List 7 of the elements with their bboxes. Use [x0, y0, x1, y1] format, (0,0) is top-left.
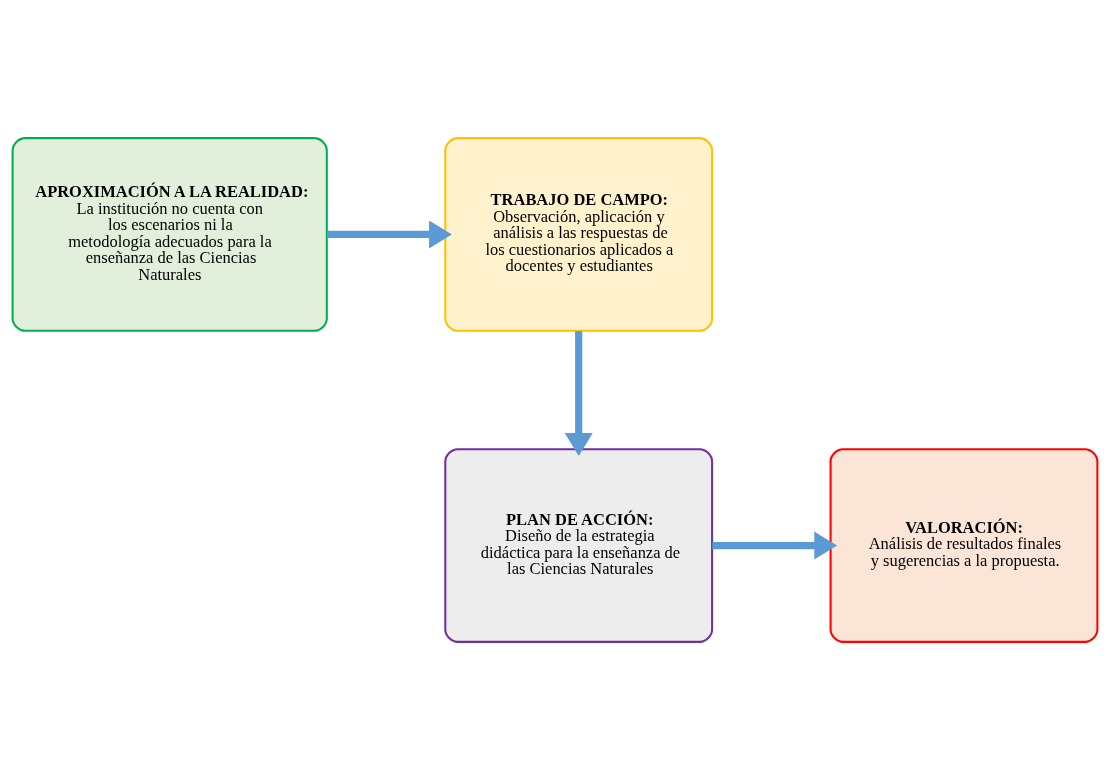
node-box: VALORACIÓN: Análisis de resultados finales y sugerencias a la propuesta. [829, 447, 1099, 643]
arrow [712, 531, 838, 560]
arrow [327, 219, 452, 248]
node-box: APROXIMACIÓN A LA REALIDAD: La institución no cuenta con los escenarios ni la metodología adecuados para la enseñanza de las Ciencias Naturales [11, 136, 328, 332]
node-box: PLAN DE ACCIÓN: Diseño de la estrategia didáctica para la enseñanza de las Ciencias Naturales [444, 447, 714, 643]
arrow [564, 330, 593, 456]
node-box: TRABAJO DE CAMPO: Observación, aplicación y análisis a las respuestas de los cuestionarios aplicados a docentes y estudiantes [444, 136, 714, 332]
